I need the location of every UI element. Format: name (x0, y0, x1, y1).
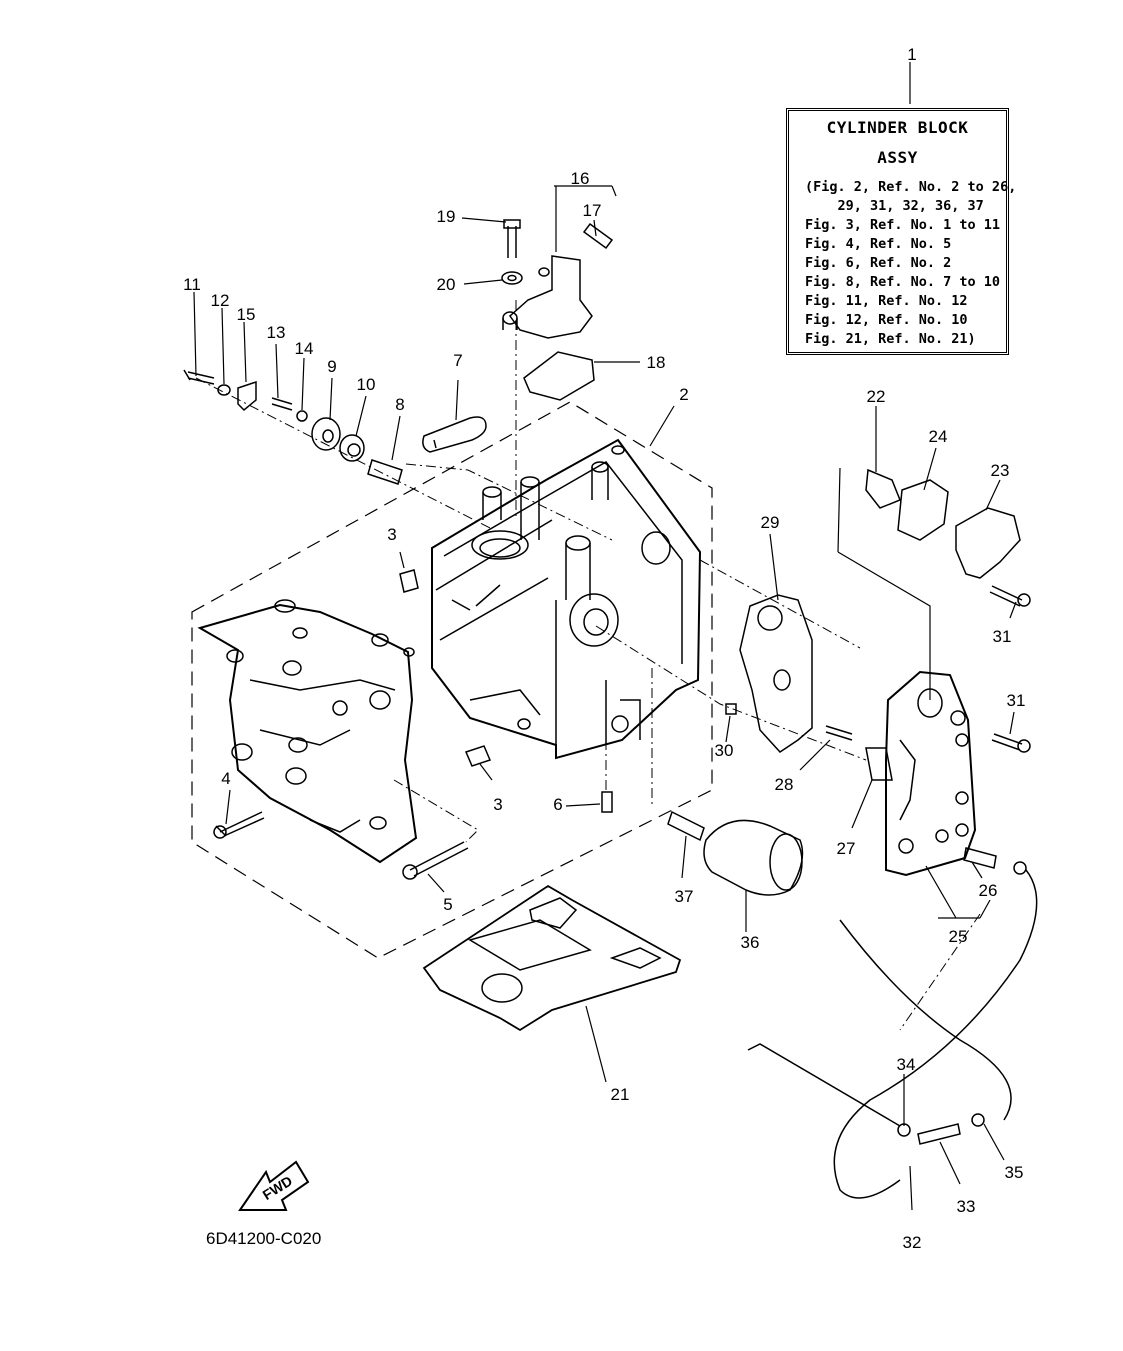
bolt-19 (503, 219, 521, 258)
legend-line: Fig. 12, Ref. No. 10 (805, 312, 968, 328)
callout-12: 12 (211, 291, 230, 310)
plug-17 (582, 222, 614, 250)
callout-34: 34 (897, 1055, 916, 1074)
legend-box: CYLINDER BLOCK ASSY (Fig. 2, Ref. No. 2 … (786, 108, 1016, 355)
callout-21: 21 (611, 1085, 630, 1104)
oring-14 (296, 410, 308, 422)
gasket-21 (422, 884, 682, 1032)
washer-20 (501, 271, 523, 285)
exhaust-cover (885, 670, 977, 877)
callout-35: 35 (1005, 1163, 1024, 1182)
fwd-arrow (238, 1160, 310, 1211)
hose-7 (422, 416, 487, 453)
legend-subtitle: ASSY (877, 148, 918, 167)
callout-15: 15 (237, 305, 256, 324)
callout-10: 10 (357, 375, 376, 394)
legend-line: Fig. 3, Ref. No. 1 to 11 (805, 217, 1001, 233)
assembly-boundary (191, 401, 713, 959)
bolt-31b (991, 733, 1023, 751)
bracket-15 (237, 380, 257, 412)
legend-line: Fig. 21, Ref. No. 21) (805, 331, 976, 347)
callout-9: 9 (327, 357, 336, 376)
callout-11: 11 (183, 275, 201, 294)
callout-27: 27 (837, 839, 856, 858)
bolt-13 (271, 397, 293, 411)
callout-20: 20 (437, 275, 456, 294)
callout-4: 4 (221, 769, 230, 788)
callout-7: 7 (453, 351, 462, 370)
callout-26: 26 (979, 881, 998, 900)
sender-22 (865, 468, 901, 509)
dowel-3a (399, 569, 419, 593)
crankcase (197, 599, 418, 864)
gasket-18 (523, 351, 595, 401)
callout-25: 25 (949, 927, 968, 946)
bolt-31a (989, 585, 1023, 607)
callout-3-bottom: 3 (493, 795, 502, 814)
legend-title: CYLINDER BLOCK (826, 118, 969, 137)
drawing-code: 6D41200-C020 (206, 1229, 322, 1248)
thermostat-cover (502, 255, 593, 339)
callout-2: 2 (679, 385, 688, 404)
callout-5: 5 (443, 895, 452, 914)
callout-13: 13 (267, 323, 286, 342)
hose-32 (839, 919, 1012, 1121)
stud-37 (667, 810, 705, 842)
washer-12 (217, 384, 231, 396)
bolt-11 (183, 369, 215, 385)
callout-29: 29 (761, 513, 780, 532)
dowel-3b (464, 745, 492, 767)
callout-1: 1 (907, 45, 916, 64)
legend-line: Fig. 8, Ref. No. 7 to 10 (805, 274, 1001, 290)
filter-36 (703, 819, 804, 896)
gasket-24 (897, 479, 949, 541)
anode-27 (865, 747, 893, 781)
cover-9 (311, 417, 341, 451)
fitting-33 (917, 1123, 961, 1145)
cover-23 (955, 507, 1021, 579)
callout-30: 30 (715, 741, 734, 760)
callout-14: 14 (295, 339, 314, 358)
dowel-6 (601, 791, 613, 813)
legend-line: Fig. 6, Ref. No. 2 (805, 255, 952, 271)
pin-30 (725, 703, 737, 715)
callout-19: 19 (437, 207, 456, 226)
callout-8: 8 (395, 395, 404, 414)
callout-36: 36 (741, 933, 760, 952)
seal-10 (339, 434, 365, 462)
callout-18: 18 (647, 353, 666, 372)
callout-17: 17 (583, 201, 602, 220)
hose-34 (747, 1043, 901, 1127)
bolt-4 (215, 811, 265, 837)
callout-24: 24 (929, 427, 948, 446)
callout-37: 37 (675, 887, 694, 906)
legend-line: 29, 31, 32, 36, 37 (805, 198, 984, 214)
fitting-26 (963, 847, 997, 869)
callout-31-bottom: 31 (1007, 691, 1026, 710)
bolt-28 (825, 725, 853, 741)
callout-28: 28 (775, 775, 794, 794)
callout-31-top: 31 (993, 627, 1012, 646)
callout-16: 16 (571, 169, 590, 188)
legend-line: (Fig. 2, Ref. No. 2 to 26, (805, 179, 1017, 195)
callout-6: 6 (553, 795, 562, 814)
callout-32: 32 (903, 1233, 922, 1252)
cylinder-block (431, 438, 702, 760)
callout-33: 33 (957, 1197, 976, 1216)
callout-22: 22 (867, 387, 886, 406)
pin-8 (367, 459, 403, 485)
callout-23: 23 (991, 461, 1010, 480)
bolt-5 (409, 841, 469, 877)
legend-line: Fig. 4, Ref. No. 5 (805, 236, 952, 252)
gasket-29 (739, 594, 813, 753)
callout-3-top: 3 (387, 525, 396, 544)
legend-line: Fig. 11, Ref. No. 12 (805, 293, 968, 309)
